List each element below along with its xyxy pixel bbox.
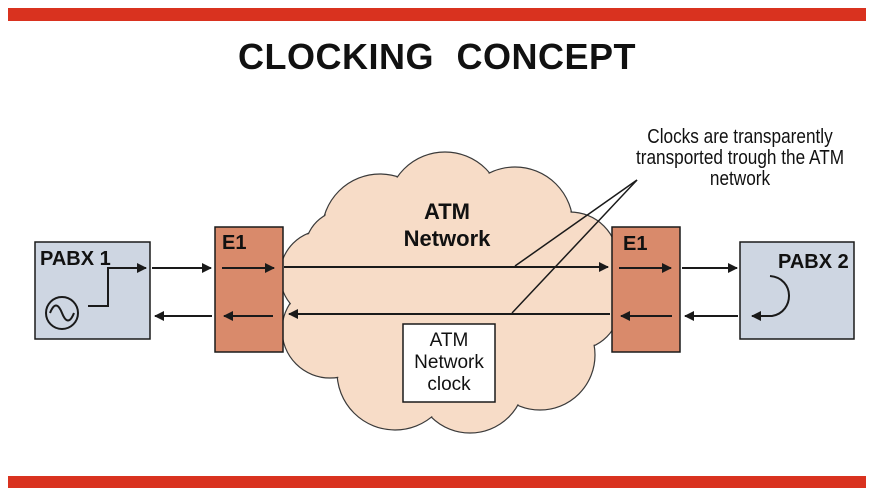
pabx1-box: [34, 241, 151, 340]
e1-right-box: [611, 226, 681, 353]
e1-left-label: E1: [222, 232, 247, 254]
annotation-leader-upper: [514, 179, 638, 267]
e1-right-label: E1: [623, 233, 648, 255]
pabx1-clock-path: [88, 267, 124, 307]
loopback-arrow-icon: [751, 275, 790, 321]
network-clock-label: ATM Network clock: [414, 330, 484, 395]
e1-left-box: [214, 226, 284, 353]
bottom-accent-bar: [8, 476, 866, 488]
annotation-leader-lower: [511, 179, 638, 314]
sine-wave-icon: [45, 296, 79, 330]
annotation-text: Clocks are transparently transported tro…: [635, 126, 845, 190]
network-clock-box: [402, 323, 496, 403]
pabx2-label: PABX 2: [778, 251, 849, 273]
top-accent-bar: [8, 8, 866, 21]
pabx1-label: PABX 1: [40, 248, 111, 270]
diagram-title: CLOCKING CONCEPT: [238, 36, 636, 77]
atm-network-label: ATM Network: [403, 199, 491, 251]
pabx2-box: [739, 241, 855, 340]
